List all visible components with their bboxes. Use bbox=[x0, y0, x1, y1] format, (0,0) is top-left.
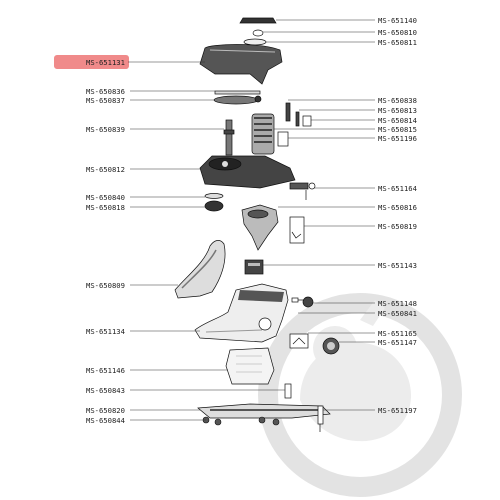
part-label-650810[interactable]: MS-650810 bbox=[378, 28, 417, 37]
part-label-651143[interactable]: MS-651143 bbox=[378, 261, 417, 270]
part-label-650839[interactable]: MS-650839 bbox=[86, 125, 125, 134]
part-label-650813[interactable]: MS-650813 bbox=[378, 106, 417, 115]
part-label-651197[interactable]: MS-651197 bbox=[378, 406, 417, 415]
part-label-650809[interactable]: MS-650809 bbox=[86, 281, 125, 290]
part-label-650836[interactable]: MS-650836 bbox=[86, 87, 125, 96]
part-label-651146[interactable]: MS-651146 bbox=[86, 366, 125, 375]
part-label-651134[interactable]: MS-651134 bbox=[86, 327, 125, 336]
part-label-651131-selected[interactable]: MS-651131 bbox=[86, 58, 125, 67]
part-label-650812[interactable]: MS-650812 bbox=[86, 165, 125, 174]
part-label-650837[interactable]: MS-650837 bbox=[86, 96, 125, 105]
part-label-650819[interactable]: MS-650819 bbox=[378, 222, 417, 231]
part-drawings bbox=[174, 17, 340, 432]
labels-left: MS-651131 MS-650836 MS-650837 MS-650839 … bbox=[86, 58, 125, 425]
part-label-650815[interactable]: MS-650815 bbox=[378, 125, 417, 134]
part-label-650841[interactable]: MS-650841 bbox=[378, 309, 417, 318]
part-label-650818[interactable]: MS-650818 bbox=[86, 203, 125, 212]
labels-right: MS-651140 MS-650810 MS-650811 MS-650838 … bbox=[378, 16, 417, 415]
part-label-650838[interactable]: MS-650838 bbox=[378, 96, 417, 105]
part-label-651165[interactable]: MS-651165 bbox=[378, 329, 417, 338]
part-label-651148[interactable]: MS-651148 bbox=[378, 299, 417, 308]
part-label-650843[interactable]: MS-650843 bbox=[86, 386, 125, 395]
part-label-651147[interactable]: MS-651147 bbox=[378, 338, 417, 347]
part-label-651196[interactable]: MS-651196 bbox=[378, 134, 417, 143]
part-label-650840[interactable]: MS-650840 bbox=[86, 193, 125, 202]
part-label-651164[interactable]: MS-651164 bbox=[378, 184, 417, 193]
leader-lines bbox=[128, 19, 375, 421]
part-label-650814[interactable]: MS-650814 bbox=[378, 116, 417, 125]
highlight-box bbox=[54, 55, 129, 69]
part-label-650816[interactable]: MS-650816 bbox=[378, 203, 417, 212]
watermark-logo bbox=[258, 293, 462, 497]
part-label-650811[interactable]: MS-650811 bbox=[378, 38, 417, 47]
part-label-650820[interactable]: MS-650820 bbox=[86, 406, 125, 415]
part-label-650844[interactable]: MS-650844 bbox=[86, 416, 125, 425]
part-label-651140[interactable]: MS-651140 bbox=[378, 16, 417, 25]
